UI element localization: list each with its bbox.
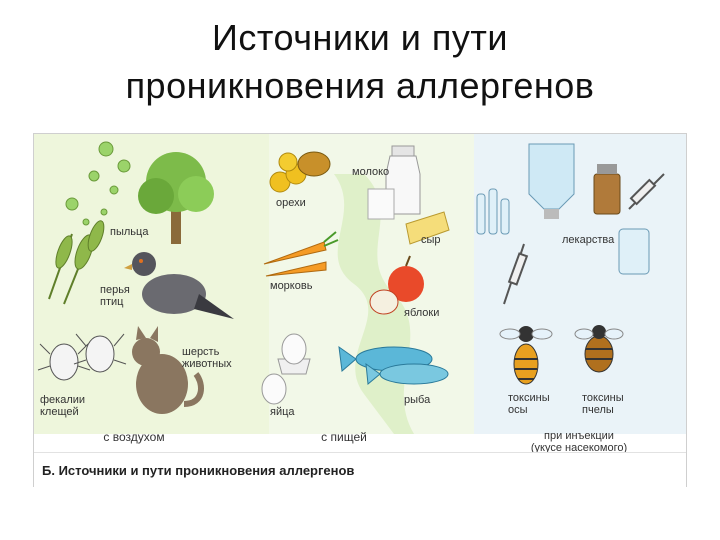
label-tick-feces: фекалии клещей bbox=[40, 394, 85, 418]
slide-title: Источники и пути проникновения аллергено… bbox=[0, 14, 720, 110]
caption-bar: Б. Источники и пути проникновения аллерг… bbox=[34, 452, 686, 487]
label-carrot: морковь bbox=[270, 280, 312, 292]
injection-zone bbox=[474, 134, 686, 434]
label-medicines: лекарства bbox=[562, 234, 614, 246]
label-animal-hair: шерсть животных bbox=[182, 346, 232, 370]
figure-caption: Б. Источники и пути проникновения аллерг… bbox=[42, 463, 354, 478]
allergen-illustration: пыльца перья птиц шерсть животных фекали… bbox=[33, 133, 687, 487]
label-fish: рыба bbox=[404, 394, 430, 406]
title-line-2: проникновения аллергенов bbox=[0, 62, 720, 110]
label-cheese: сыр bbox=[421, 234, 441, 246]
label-pollen: пыльца bbox=[110, 226, 148, 238]
label-bee-toxins: токсины пчелы bbox=[582, 392, 624, 416]
route-injection: при инъекции (укусе насекомого) bbox=[504, 430, 654, 454]
label-milk: молоко bbox=[352, 166, 389, 178]
label-feathers: перья птиц bbox=[100, 284, 130, 308]
label-nuts: орехи bbox=[276, 197, 306, 209]
label-eggs: яйца bbox=[270, 406, 295, 418]
label-wasp-toxins: токсины осы bbox=[508, 392, 550, 416]
title-line-1: Источники и пути bbox=[0, 14, 720, 62]
route-food: с пищей bbox=[284, 431, 404, 443]
route-air: с воздухом bbox=[74, 431, 194, 443]
label-apples: яблоки bbox=[404, 307, 439, 319]
